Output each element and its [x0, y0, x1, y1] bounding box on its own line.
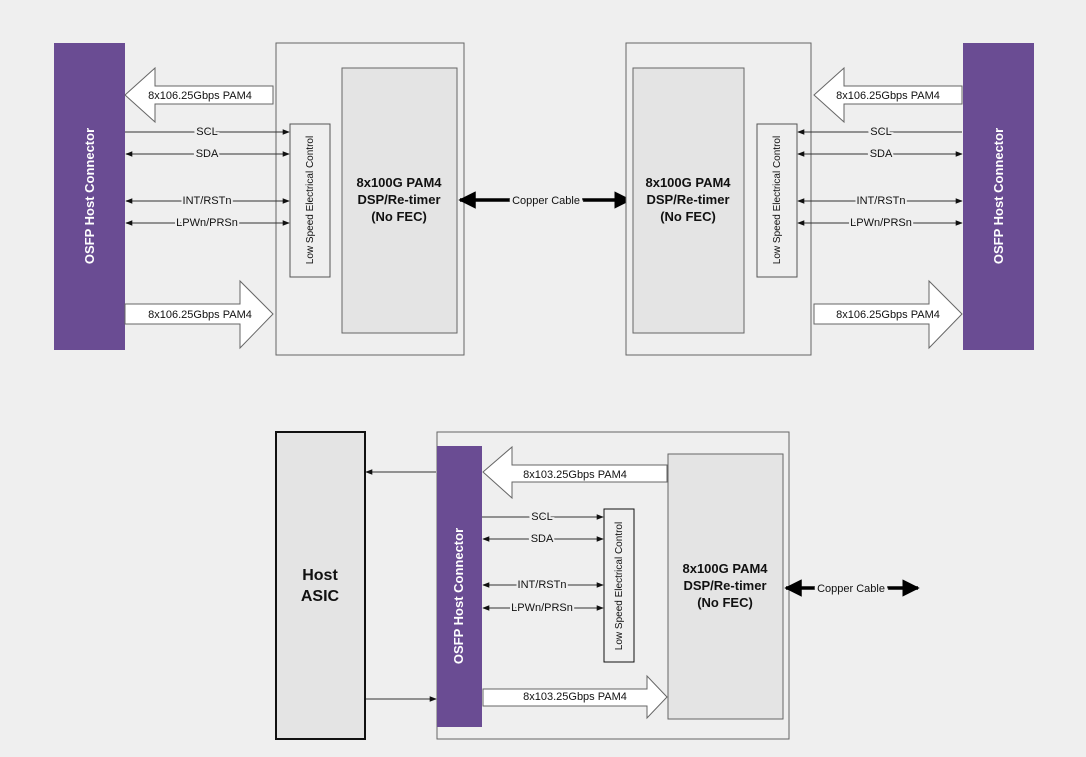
- top-right-rx-arrow: [813, 279, 963, 350]
- bottom-chip-line-3: (No FEC): [697, 595, 753, 610]
- top-left-rx-label: 8x106.25Gbps PAM4: [148, 309, 252, 321]
- top-right-control-label: Low Speed Electrical Control: [772, 136, 783, 264]
- top-right-scl-label: SCL: [870, 126, 891, 138]
- top-right-lpw-label: LPWn/PRSn: [850, 217, 912, 229]
- top-right-connector-label: OSFP Host Connector: [991, 128, 1006, 264]
- top-left-tx-arrow: [124, 66, 274, 124]
- top-left-lpw-label: LPWn/PRSn: [176, 217, 238, 229]
- top-left-module: OSFP Host Connector 8x100G PAM4 DSP/Re-t…: [54, 42, 465, 356]
- top-copper-cable-label: Copper Cable: [512, 195, 580, 207]
- top-right-chip-line-3: (No FEC): [660, 209, 716, 224]
- bottom-control-label: Low Speed Electrical Control: [614, 522, 625, 650]
- top-right-chip: [632, 67, 745, 334]
- bottom-int-label: INT/RSTn: [518, 579, 567, 591]
- top-right-int-label: INT/RSTn: [857, 195, 906, 207]
- top-right-chip-line-2: DSP/Re-timer: [646, 192, 729, 207]
- top-left-int-label: INT/RSTn: [183, 195, 232, 207]
- bottom-connector-label: OSFP Host Connector: [451, 528, 466, 664]
- bottom-copper-cable-label: Copper Cable: [817, 583, 885, 595]
- bottom-scl-label: SCL: [531, 511, 552, 523]
- top-right-tx-label: 8x106.25Gbps PAM4: [836, 90, 940, 102]
- top-left-chip-line-2: DSP/Re-timer: [357, 192, 440, 207]
- top-right-tx-arrow: [813, 66, 963, 124]
- top-left-scl-label: SCL: [196, 126, 217, 138]
- top-right-rx-label: 8x106.25Gbps PAM4: [836, 309, 940, 321]
- top-right-sda-label: SDA: [870, 148, 893, 160]
- top-right-control-box: [756, 123, 798, 278]
- bottom-rx-label: 8x103.25Gbps PAM4: [523, 691, 627, 703]
- top-left-control-label: Low Speed Electrical Control: [305, 136, 316, 264]
- bottom-rx-arrow: [482, 674, 668, 720]
- top-left-tx-label: 8x106.25Gbps PAM4: [148, 90, 252, 102]
- bottom-chip-line-2: DSP/Re-timer: [683, 578, 766, 593]
- bottom-lpw-label: LPWn/PRSn: [511, 602, 573, 614]
- top-left-connector-label: OSFP Host Connector: [82, 128, 97, 264]
- top-left-rx-arrow: [124, 279, 274, 350]
- bottom-chip-line-1: 8x100G PAM4: [682, 561, 768, 576]
- top-left-connector: [54, 43, 125, 350]
- top-left-chip-line-1: 8x100G PAM4: [356, 175, 442, 190]
- bottom-tx-label: 8x103.25Gbps PAM4: [523, 469, 627, 481]
- host-asic-line-2: ASIC: [301, 588, 340, 605]
- host-asic-line-1: Host: [302, 567, 338, 584]
- bottom-tx-arrow: [482, 445, 668, 500]
- top-left-chip: [341, 67, 458, 334]
- bottom-control-box: [603, 508, 635, 663]
- top-right-connector: [963, 43, 1034, 350]
- top-right-chip-line-1: 8x100G PAM4: [645, 175, 731, 190]
- bottom-chip: [667, 453, 784, 720]
- top-left-chip-line-3: (No FEC): [371, 209, 427, 224]
- host-asic-box: [275, 431, 366, 740]
- top-left-sda-label: SDA: [196, 148, 219, 160]
- top-left-control-box: [289, 123, 331, 278]
- bottom-diagram: Host ASIC OSFP Host Connector 8x100G PAM…: [275, 431, 920, 740]
- top-right-module: 8x100G PAM4 DSP/Re-timer (No FEC) Low Sp…: [625, 42, 1034, 356]
- bottom-connector: [437, 446, 482, 727]
- bottom-sda-label: SDA: [531, 533, 554, 545]
